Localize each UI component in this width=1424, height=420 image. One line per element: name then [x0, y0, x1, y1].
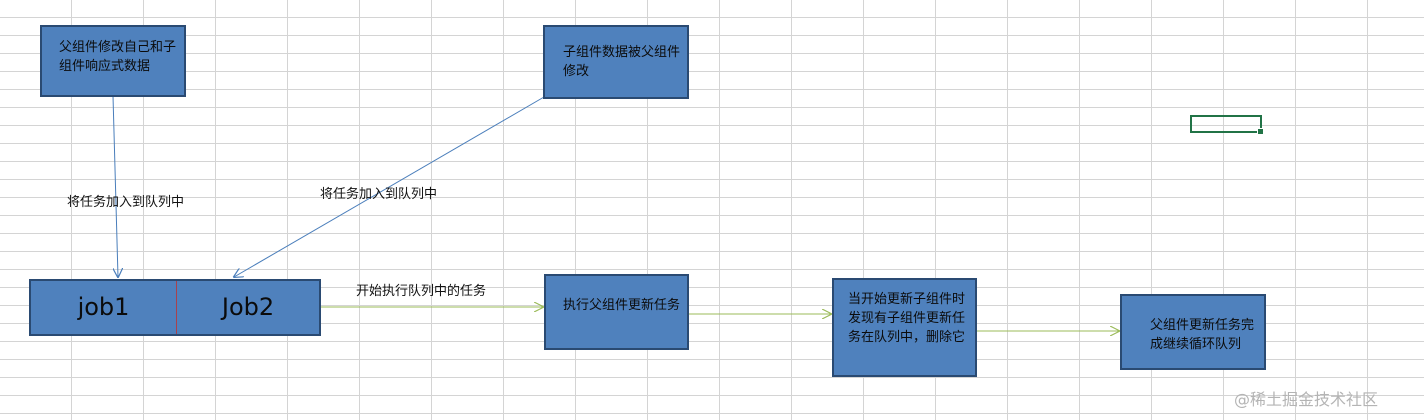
child-check-box[interactable]: 当开始更新子组件时发现有子组件更新任务在队列中，删除它: [832, 278, 977, 377]
continue-loop-text: 父组件更新任务完成继续循环队列: [1150, 318, 1255, 352]
job1-label: job1: [77, 293, 130, 321]
arrow-child-to-job2: [234, 96, 545, 277]
parent-modify-box[interactable]: 父组件修改自己和子组件响应式数据: [40, 25, 186, 97]
arrow-parent-to-job1: [112, 95, 118, 277]
job2-cell: Job2: [177, 281, 319, 334]
edge-label-enqueue-left: 将任务加入到队列中: [67, 195, 185, 210]
selected-cell[interactable]: [1190, 115, 1264, 135]
job1-cell: job1: [31, 281, 177, 334]
edge-label-enqueue-right: 将任务加入到队列中: [320, 187, 438, 202]
exec-parent-text: 执行父组件更新任务: [563, 298, 681, 313]
job2-label: Job2: [221, 293, 275, 321]
continue-loop-box[interactable]: 父组件更新任务完成继续循环队列: [1120, 294, 1266, 370]
fill-handle[interactable]: [1257, 128, 1264, 135]
parent-modify-text: 父组件修改自己和子组件响应式数据: [59, 40, 177, 74]
edge-label-start-exec: 开始执行队列中的任务: [356, 284, 487, 299]
child-check-text: 当开始更新子组件时发现有子组件更新任务在队列中，删除它: [848, 292, 966, 345]
child-modified-text: 子组件数据被父组件修改: [563, 45, 681, 79]
queue-box[interactable]: job1 Job2: [29, 279, 321, 336]
watermark: @稀土掘金技术社区: [1234, 390, 1379, 409]
exec-parent-box[interactable]: 执行父组件更新任务: [544, 274, 689, 350]
child-modified-box[interactable]: 子组件数据被父组件修改: [543, 25, 689, 99]
